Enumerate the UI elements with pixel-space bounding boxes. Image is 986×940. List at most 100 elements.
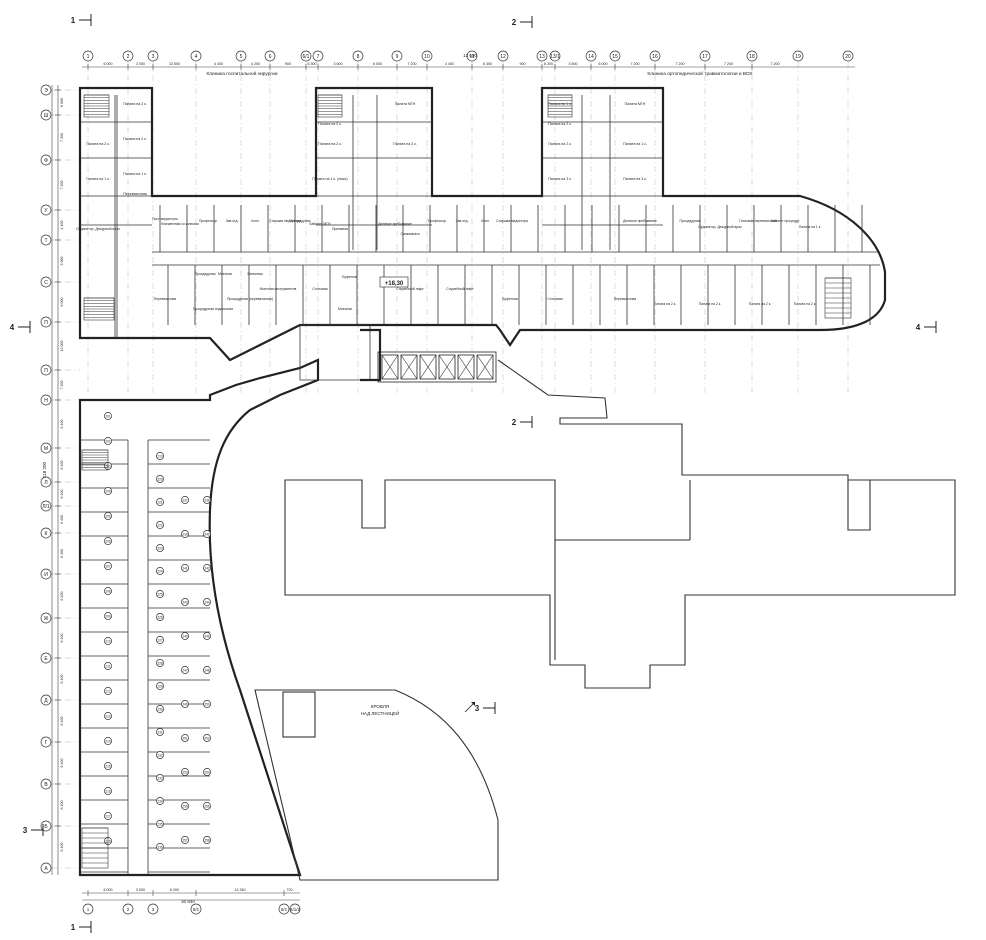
room-number: 227 <box>157 638 163 642</box>
axis-label-top: 18 <box>749 54 755 60</box>
room-number-bubble <box>104 587 112 595</box>
room-number: 205 <box>105 514 111 518</box>
room-number-bubble <box>203 768 211 776</box>
connecting-lobby <box>299 324 497 383</box>
room-number-bubble <box>203 496 211 504</box>
room-number-bubble <box>104 762 112 770</box>
room-number: 255 <box>182 804 188 808</box>
room-number-bubble <box>156 705 164 713</box>
dim-value-left: 6 400 <box>60 634 64 643</box>
room-label: Ординатор. Дежурный врач <box>698 225 742 229</box>
room-number: 238 <box>204 498 210 502</box>
room-number-bubble <box>181 598 189 606</box>
section-label: 4 <box>916 323 921 332</box>
room-number: 246 <box>204 634 210 638</box>
room-number-bubble <box>156 843 164 851</box>
axis-label-bottom: 3 <box>152 907 155 912</box>
room-number: 219 <box>157 454 163 458</box>
room-label: Старшая медсестра <box>496 219 528 223</box>
dim-value-top: 6 300 <box>544 62 553 66</box>
axis-label-bottom: 1 <box>87 907 90 912</box>
room-number-bubble <box>104 662 112 670</box>
room-label: Процедурная эндоскопии <box>193 307 233 311</box>
axis-label-left: Н <box>44 398 48 404</box>
room-number-bubble <box>203 530 211 538</box>
axis-bubble-top <box>842 50 854 62</box>
axis-label-top: 4 <box>195 54 198 60</box>
dim-value-bottom: 6 000 <box>104 888 113 892</box>
room-number-bubble <box>156 452 164 460</box>
room-number: 217 <box>105 814 111 818</box>
dim-value-top: 4 200 <box>251 62 260 66</box>
room-label: Столовая <box>312 287 327 291</box>
room-number-bubble <box>181 768 189 776</box>
room-number: 209 <box>105 614 111 618</box>
room-number: 231 <box>157 730 163 734</box>
dim-value-top: 7 200 <box>724 62 733 66</box>
room-number: 252 <box>204 736 210 740</box>
room-label: Служебный лифт <box>396 287 424 291</box>
axis-label-left: В <box>44 782 48 788</box>
room-number: 254 <box>204 770 210 774</box>
room-label: Палата на 3 к. <box>623 177 647 181</box>
room-number: 256 <box>204 804 210 808</box>
room-label: Палата на 2 к. <box>318 142 342 146</box>
room-number-bubble <box>203 836 211 844</box>
room-number: 257 <box>182 838 188 842</box>
axis-label-left: Ф <box>44 158 48 164</box>
axis-bubble-left <box>40 652 52 664</box>
axis-bubble-bottom <box>82 903 94 915</box>
dim-value-top: 7 200 <box>676 62 685 66</box>
axis-label-top: 7 <box>317 54 320 60</box>
axis-bubble-left <box>40 612 52 624</box>
room-number: 216 <box>105 789 111 793</box>
axis-bubble-top <box>122 50 134 62</box>
room-label: Профессор <box>428 219 446 223</box>
axis-bubble-bottom <box>289 903 301 915</box>
axis-bubble-bottom <box>278 903 290 915</box>
dim-value-top: 900 <box>285 62 291 66</box>
axis-label-top: 6/1 <box>303 54 310 60</box>
room-number-bubble <box>104 562 112 570</box>
section-label: 1 <box>71 923 76 932</box>
dim-value-left: 4 400 <box>60 221 64 230</box>
axis-bubble-left <box>40 394 52 406</box>
dim-value-left: 6 400 <box>60 675 64 684</box>
axis-label-top: 19 <box>795 54 801 60</box>
axis-label-left: У <box>44 208 48 214</box>
axis-bubble-top <box>352 50 364 62</box>
wing-title-right: Клиника ортопедической травматологии и В… <box>647 70 753 77</box>
room-number-bubble <box>104 437 112 445</box>
axis-bubble-left <box>40 500 52 512</box>
axis-bubble-top <box>391 50 403 62</box>
room-number-bubble <box>156 659 164 667</box>
axis-bubble-top <box>190 50 202 62</box>
room-number: 251 <box>182 736 188 740</box>
stairs <box>81 94 852 869</box>
axis-bubble-top <box>699 50 711 62</box>
axis-bubble-left <box>40 476 52 488</box>
room-number: 220 <box>157 477 163 481</box>
room-number: 258 <box>204 838 210 842</box>
room-number: 208 <box>105 589 111 593</box>
axis-label-left: Т <box>44 238 47 244</box>
dim-value-left: 6 400 <box>60 717 64 726</box>
dim-value-left: 7 200 <box>60 381 64 390</box>
room-label: Зав.отд. <box>456 219 469 223</box>
room-label: Буфетная <box>342 275 358 279</box>
axis-label-left: К <box>45 531 48 537</box>
room-label: Палата на 3 к. <box>548 177 572 181</box>
axis-label-top: 10 <box>424 54 430 60</box>
room-label: Процедурная <box>679 219 700 223</box>
room-label: Палата на 2 к. <box>393 142 417 146</box>
dim-total-top: 13 600 <box>463 53 477 58</box>
dim-value-left: 6 400 <box>60 801 64 810</box>
room-label: Перевязочная <box>123 192 147 196</box>
room-number: 241 <box>182 566 188 570</box>
room-number: 248 <box>204 668 210 672</box>
axis-bubble-bottom <box>147 903 159 915</box>
dim-value-left: 7 200 <box>60 133 64 142</box>
axis-bubble-top <box>264 50 276 62</box>
